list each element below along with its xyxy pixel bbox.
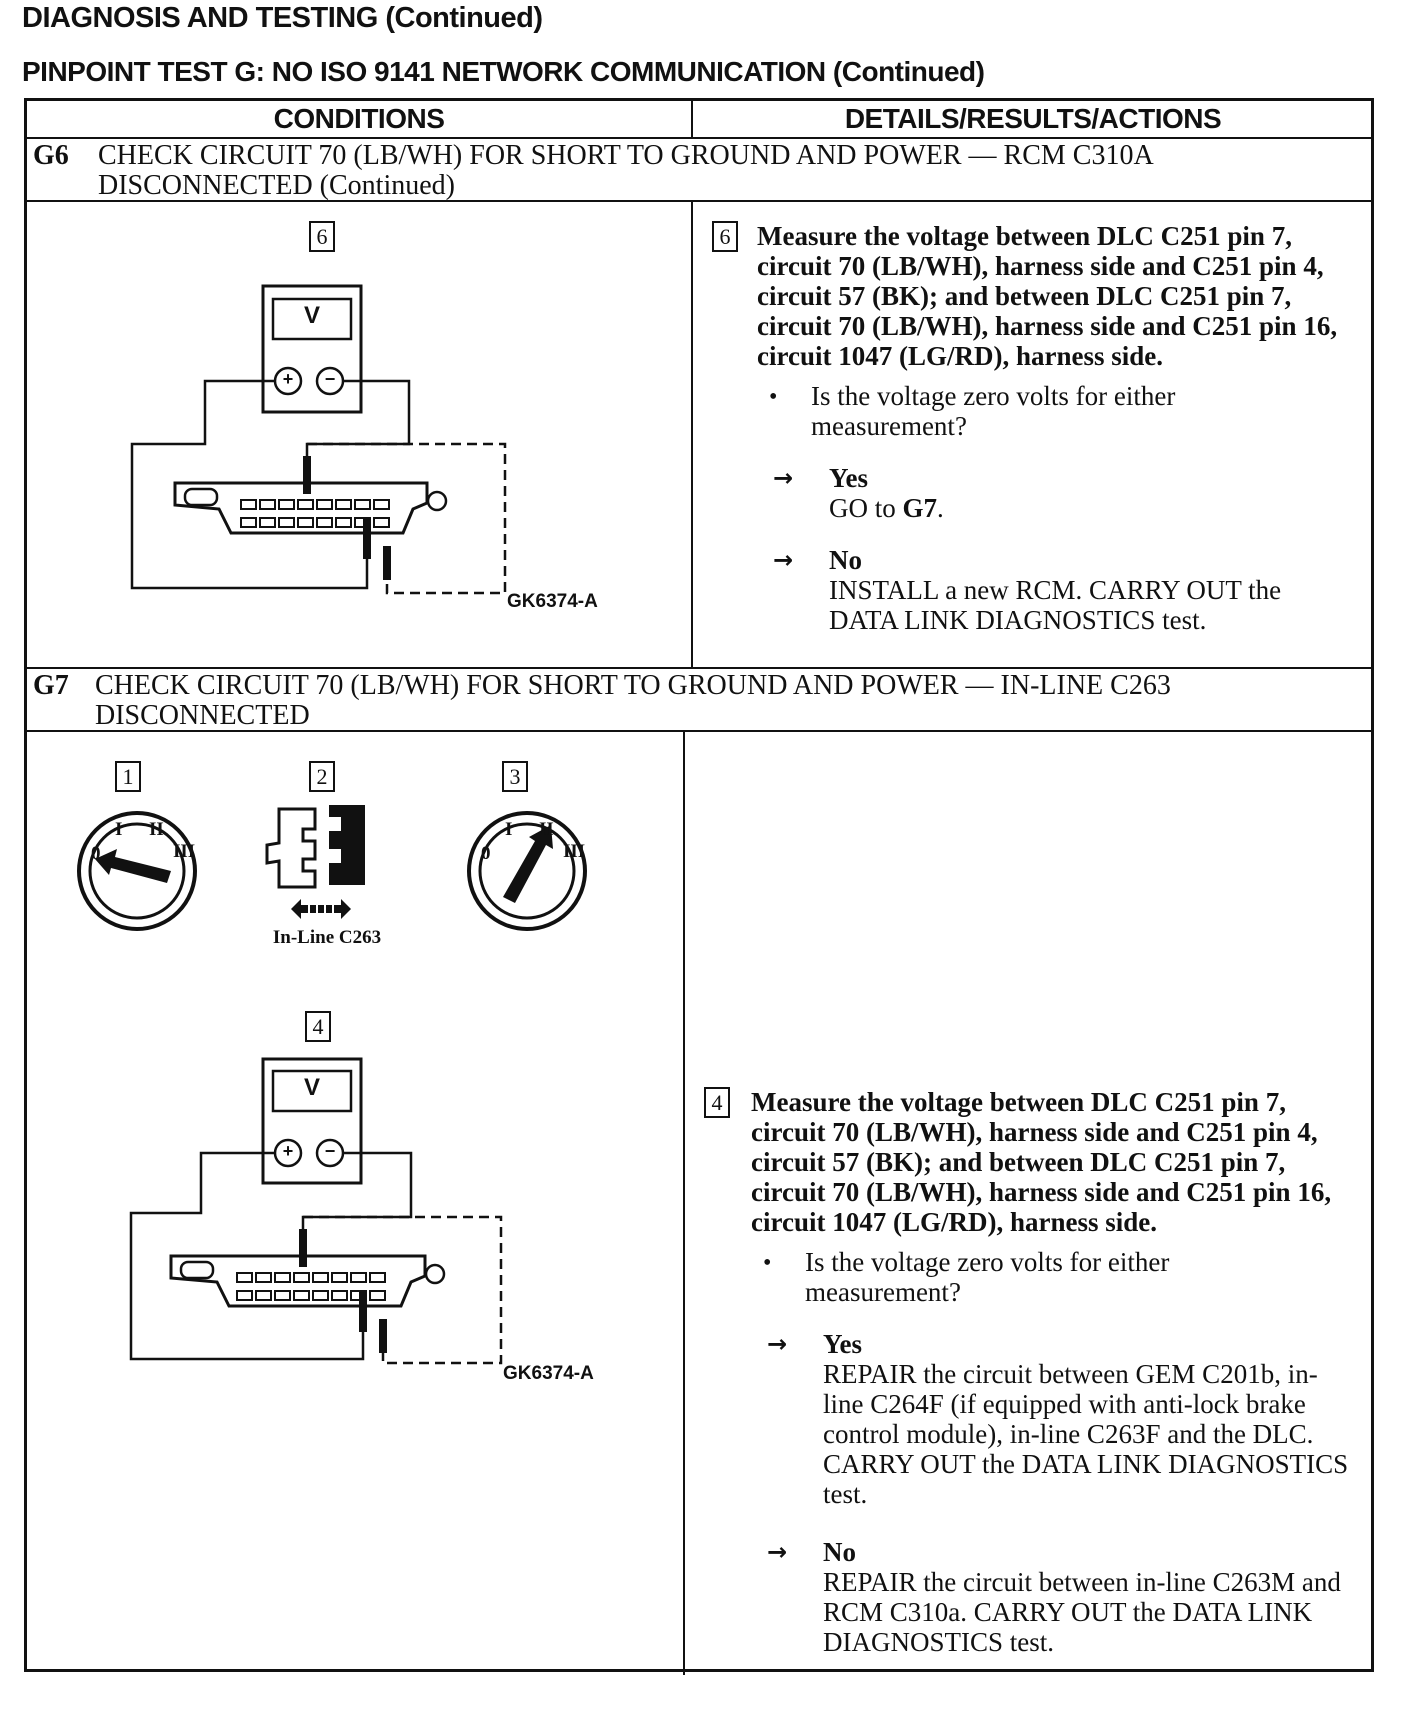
g6-title-divider <box>27 200 1371 202</box>
g6-yes-arrow: → <box>773 464 794 492</box>
g7-yes-label: Yes <box>823 1329 862 1359</box>
g7-dlc-voltmeter-diagram <box>129 1057 503 1365</box>
g7-fig3-ignition-position-0: 0 <box>481 843 491 864</box>
g6-figure-code: GK6374-A <box>507 591 598 612</box>
g6-negative-terminal-label: − <box>324 369 336 389</box>
conditions-header: CONDITIONS <box>273 103 445 134</box>
g7-fig1-ignition-position-1: I <box>115 819 123 840</box>
g7-fig3-ignition-position-2: II <box>539 819 554 840</box>
g6-figure-step-number: 6 <box>309 221 335 252</box>
g7-no-arrow: → <box>767 1538 788 1566</box>
g6-yes-action-target[interactable]: G7 <box>902 493 938 523</box>
g7-fig3-ignition-position-1: I <box>505 819 513 840</box>
g7-instruction: Measure the voltage between DLC C251 pin… <box>751 1087 1332 1237</box>
page-heading: DIAGNOSIS AND TESTING (Continued) <box>22 2 543 34</box>
g7-no-label: No <box>823 1537 856 1567</box>
g7-inline-connector-disconnect-icon <box>265 805 365 919</box>
g7-question-bullet: • <box>763 1250 772 1276</box>
g6-yes-action-prefix: GO to <box>829 493 903 523</box>
g7-yes-action: REPAIR the circuit between GEM C201b, in… <box>823 1359 1349 1509</box>
g7-ignition-switch-off-icon <box>77 811 197 931</box>
g7-fig1-ignition-position-0: 0 <box>91 843 101 864</box>
g6-column-divider <box>691 200 693 667</box>
pinpoint-test-title: PINPOINT TEST G: NO ISO 9141 NETWORK COM… <box>22 56 985 87</box>
g7-fig1-ignition-position-3: III <box>173 841 196 862</box>
g7-details-step-number: 4 <box>704 1087 730 1118</box>
details-header: DETAILS/RESULTS/ACTIONS <box>844 103 1222 134</box>
g7-no-action: REPAIR the circuit between in-line C263M… <box>823 1567 1341 1657</box>
g6-step-id: G6 <box>33 140 69 171</box>
g7-figure4-step-number: 4 <box>305 1011 331 1042</box>
g7-figure2-step-number: 2 <box>309 761 335 792</box>
g7-voltmeter-display-label: V <box>303 1074 320 1101</box>
g6-yes-action: GO to G7. <box>829 493 944 523</box>
g6-step-title: CHECK CIRCUIT 70 (LB/WH) FOR SHORT TO GR… <box>98 140 1153 201</box>
g6-no-action: INSTALL a new RCM. CARRY OUT the DATA LI… <box>829 575 1282 635</box>
g7-yes-arrow: → <box>767 1330 788 1358</box>
g7-figure1-step-number: 1 <box>115 761 141 792</box>
g7-question: Is the voltage zero volts for either mea… <box>805 1247 1170 1307</box>
g6-yes-action-suffix: . <box>937 493 944 523</box>
g7-positive-terminal-label: + <box>282 1141 294 1161</box>
g7-row-divider <box>27 667 1371 669</box>
g7-fig3-ignition-position-3: III <box>563 841 586 862</box>
g6-positive-terminal-label: + <box>282 369 294 389</box>
g6-dlc-voltmeter-diagram <box>130 284 507 595</box>
header-divider <box>27 137 1371 139</box>
g6-yes-label: Yes <box>829 463 868 493</box>
header-column-divider <box>691 101 693 137</box>
g7-title-divider <box>27 730 1371 732</box>
g7-step-title: CHECK CIRCUIT 70 (LB/WH) FOR SHORT TO GR… <box>95 670 1171 731</box>
g7-negative-terminal-label: − <box>324 1141 336 1161</box>
diagnostic-table: CONDITIONS DETAILS/RESULTS/ACTIONS G6 CH… <box>24 98 1374 1675</box>
g7-step-id: G7 <box>33 670 69 701</box>
g7-figure2-caption: In-Line C263 <box>272 927 382 948</box>
g7-ignition-switch-run-icon <box>467 811 587 931</box>
g7-fig1-ignition-position-2: II <box>149 819 164 840</box>
g7-column-divider <box>683 730 685 1675</box>
g6-voltmeter-display-label: V <box>303 302 320 329</box>
g6-no-label: No <box>829 545 862 575</box>
g6-no-arrow: → <box>773 546 794 574</box>
g6-question-bullet: • <box>769 384 778 410</box>
g6-instruction: Measure the voltage between DLC C251 pin… <box>757 221 1338 371</box>
g6-details-step-number: 6 <box>712 221 738 252</box>
g7-figure3-step-number: 3 <box>502 761 528 792</box>
g6-question: Is the voltage zero volts for either mea… <box>811 381 1176 441</box>
g7-figure-code: GK6374-A <box>503 1363 594 1384</box>
